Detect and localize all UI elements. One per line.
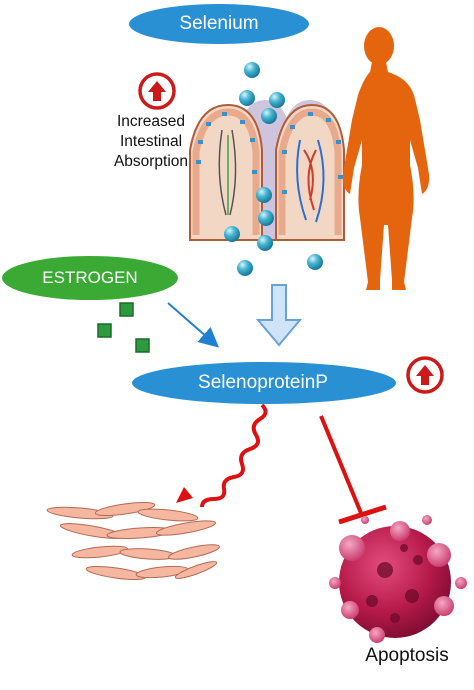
absorption-line-2: Intestinal [119, 133, 183, 150]
increase-arrow-icon-seleno [406, 356, 444, 394]
selenium-particles [224, 62, 323, 276]
absorption-line-1: Increased [116, 113, 186, 130]
estrogen-arrow [167, 302, 220, 348]
estrogen-squares [97, 302, 150, 353]
increase-arrow-icon [138, 72, 176, 110]
selenium-node [129, 4, 309, 44]
inhibition-line [319, 415, 387, 525]
selenoprotein-label: SelenoproteinP [198, 372, 328, 393]
wavy-arrow [176, 403, 268, 508]
estrogen-label: ESTROGEN [42, 268, 138, 287]
apoptotic-cell [329, 515, 467, 643]
selenoprotein-node [132, 362, 396, 404]
selenium-label: Selenium [179, 13, 259, 34]
body-silhouette [342, 27, 430, 290]
absorption-line-3: Absorption [113, 153, 189, 170]
apoptosis-label: Apoptosis [365, 645, 449, 666]
increased-absorption-text: Increased Intestinal Absorption [96, 112, 206, 172]
intestinal-villi [189, 100, 345, 241]
down-arrow [255, 284, 303, 347]
estrogen-node [2, 256, 178, 300]
muscle-cells [46, 502, 220, 580]
